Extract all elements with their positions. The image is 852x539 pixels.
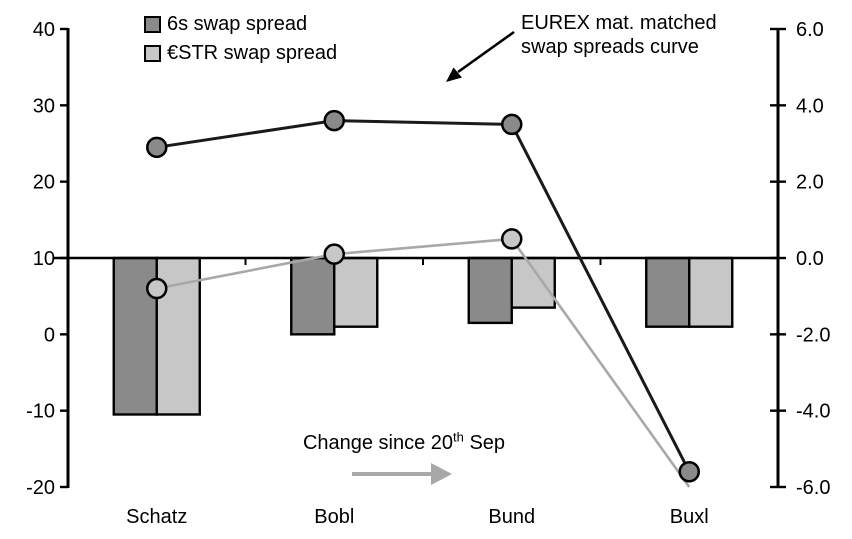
axis-right-label-0.0: 0.0	[796, 248, 824, 270]
legend-item-6s: 6s swap spread	[144, 13, 337, 35]
annotation-eurex-line1: EUREX mat. matched	[521, 12, 717, 34]
marker-6s-curve-bund	[501, 113, 523, 136]
legend-label-estr: €STR swap spread	[167, 42, 338, 64]
axis-left-label--20: -20	[26, 477, 55, 499]
chart-legend: 6s swap spread €STR swap spread	[144, 13, 337, 64]
bar--str-swap-spread-bund	[510, 256, 556, 309]
marker-6s-curve-buxl	[678, 460, 700, 483]
annotation-change-suffix: Sep	[463, 432, 506, 454]
bar-6s-swap-spread-buxl	[645, 256, 691, 328]
axis-right-label-4.0: 4.0	[796, 95, 824, 117]
axis-left-label-40: 40	[33, 19, 55, 41]
legend-item-estr: €STR swap spread	[144, 42, 337, 64]
category-label-schatz: Schatz	[126, 506, 187, 528]
axis-left-label-30: 30	[33, 95, 55, 117]
axis-right-label--2.0: -2.0	[796, 324, 830, 346]
marker--str-curve-schatz	[146, 277, 168, 300]
marker-6s-curve-schatz	[146, 136, 168, 159]
annotation-change-since: Change since 20th Sep	[268, 429, 540, 455]
category-label-bund: Bund	[488, 506, 535, 528]
line-6s-curve	[156, 119, 691, 473]
axis-left-label-20: 20	[33, 172, 55, 194]
legend-swatch-6s-icon	[144, 15, 161, 33]
annotation-change-superscript: th	[453, 429, 464, 445]
annotation-eurex-curve: EUREX mat. matched swap spreads curve	[521, 11, 761, 60]
bar--str-swap-spread-buxl	[688, 256, 734, 328]
annotation-eurex-line2: swap spreads curve	[521, 36, 699, 59]
legend-swatch-estr-icon	[144, 44, 161, 62]
change-arrow-head-icon	[431, 463, 452, 485]
axis-left-label--10: -10	[26, 401, 55, 423]
bar--str-swap-spread-bobl	[333, 256, 379, 328]
axis-right-label-6.0: 6.0	[796, 19, 824, 41]
line--str-curve	[156, 237, 691, 488]
category-label-bobl: Bobl	[314, 506, 354, 528]
annotation-change-prefix: Change since 20	[302, 432, 454, 454]
marker--str-curve-bund	[501, 228, 523, 250]
axis-left-label-10: 10	[33, 248, 55, 270]
eurex-arrow-line	[457, 30, 515, 74]
marker--str-curve-bobl	[323, 243, 345, 265]
marker-6s-curve-bobl	[323, 109, 345, 132]
axis-right-label--6.0: -6.0	[796, 477, 830, 499]
axis-right-label--4.0: -4.0	[796, 401, 830, 423]
axis-left-label-0: 0	[44, 324, 55, 346]
bar-6s-swap-spread-bobl	[290, 256, 336, 336]
legend-label-6s: 6s swap spread	[167, 13, 308, 35]
bar-6s-swap-spread-bund	[467, 256, 513, 325]
category-label-buxl: Buxl	[670, 506, 709, 528]
axis-right-label-2.0: 2.0	[796, 172, 824, 194]
eurex-arrow-head-icon	[446, 67, 462, 82]
